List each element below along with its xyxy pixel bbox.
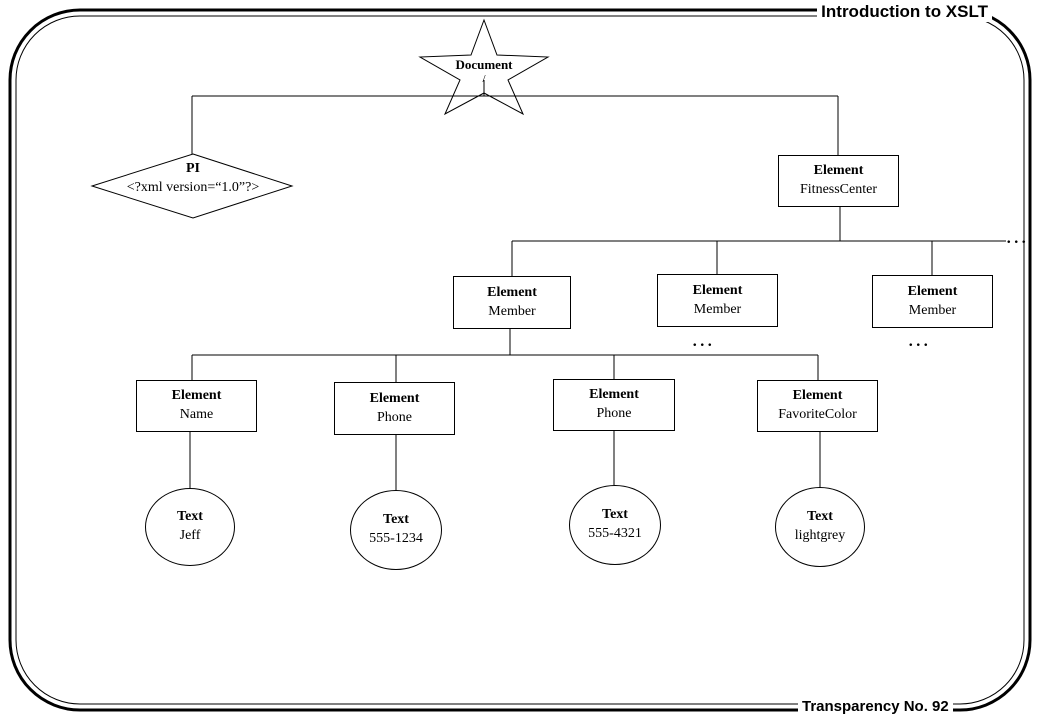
node-kind: Element <box>369 390 420 406</box>
node-value: lightgrey <box>794 528 846 543</box>
member-element-node: Element Member <box>453 276 571 329</box>
node-value: FavoriteColor <box>778 407 857 422</box>
node-value: Jeff <box>179 528 201 543</box>
phone-element-node: Element Phone <box>334 382 455 435</box>
phone-element-node: Element Phone <box>553 379 675 431</box>
favoritecolor-element-node: Element FavoriteColor <box>757 380 878 432</box>
node-value: Member <box>488 303 536 319</box>
node-kind: Element <box>487 284 537 300</box>
text-node: Text 555-1234 <box>350 490 442 570</box>
node-value: FitnessCenter <box>800 182 877 197</box>
node-value: Member <box>908 302 957 318</box>
node-kind: Document <box>455 57 513 72</box>
more-children-ellipsis: ... <box>692 326 715 351</box>
node-kind: Text <box>807 509 833 524</box>
more-children-ellipsis: ... <box>908 326 931 351</box>
pi-diamond-shape <box>90 153 294 219</box>
text-node: Text Jeff <box>145 488 235 566</box>
node-kind: Text <box>177 509 203 524</box>
node-kind: PI <box>186 161 200 176</box>
node-value: Phone <box>596 406 632 421</box>
pi-node: PI <?xml version=“1.0”?> <box>102 160 284 198</box>
member-element-node: Element Member <box>872 275 993 328</box>
node-kind: Element <box>907 283 958 299</box>
text-node: Text 555-4321 <box>569 485 661 565</box>
node-kind: Element <box>692 282 743 298</box>
slide-title: Introduction to XSLT <box>817 2 992 22</box>
name-element-node: Element Name <box>136 380 257 432</box>
transparency-number: Transparency No. 92 <box>798 698 953 715</box>
node-value: / <box>482 73 486 85</box>
node-value: 555-4321 <box>588 526 642 541</box>
node-value: <?xml version=“1.0”?> <box>126 180 260 195</box>
member-element-node: Element Member <box>657 274 778 327</box>
fitnesscenter-element-node: Element FitnessCenter <box>778 155 899 207</box>
node-kind: Element <box>792 388 843 403</box>
node-kind: Element <box>171 388 222 403</box>
more-siblings-ellipsis: ... <box>1006 223 1029 248</box>
text-node: Text lightgrey <box>775 487 865 567</box>
node-value: 555-1234 <box>369 531 423 546</box>
node-kind: Text <box>602 507 628 522</box>
document-node: Document / <box>444 57 524 85</box>
node-kind: Text <box>383 512 409 527</box>
node-value: Phone <box>377 409 412 425</box>
node-kind: Element <box>589 387 639 402</box>
node-kind: Element <box>813 163 864 178</box>
node-value: Name <box>179 407 214 422</box>
node-value: Member <box>693 301 742 317</box>
